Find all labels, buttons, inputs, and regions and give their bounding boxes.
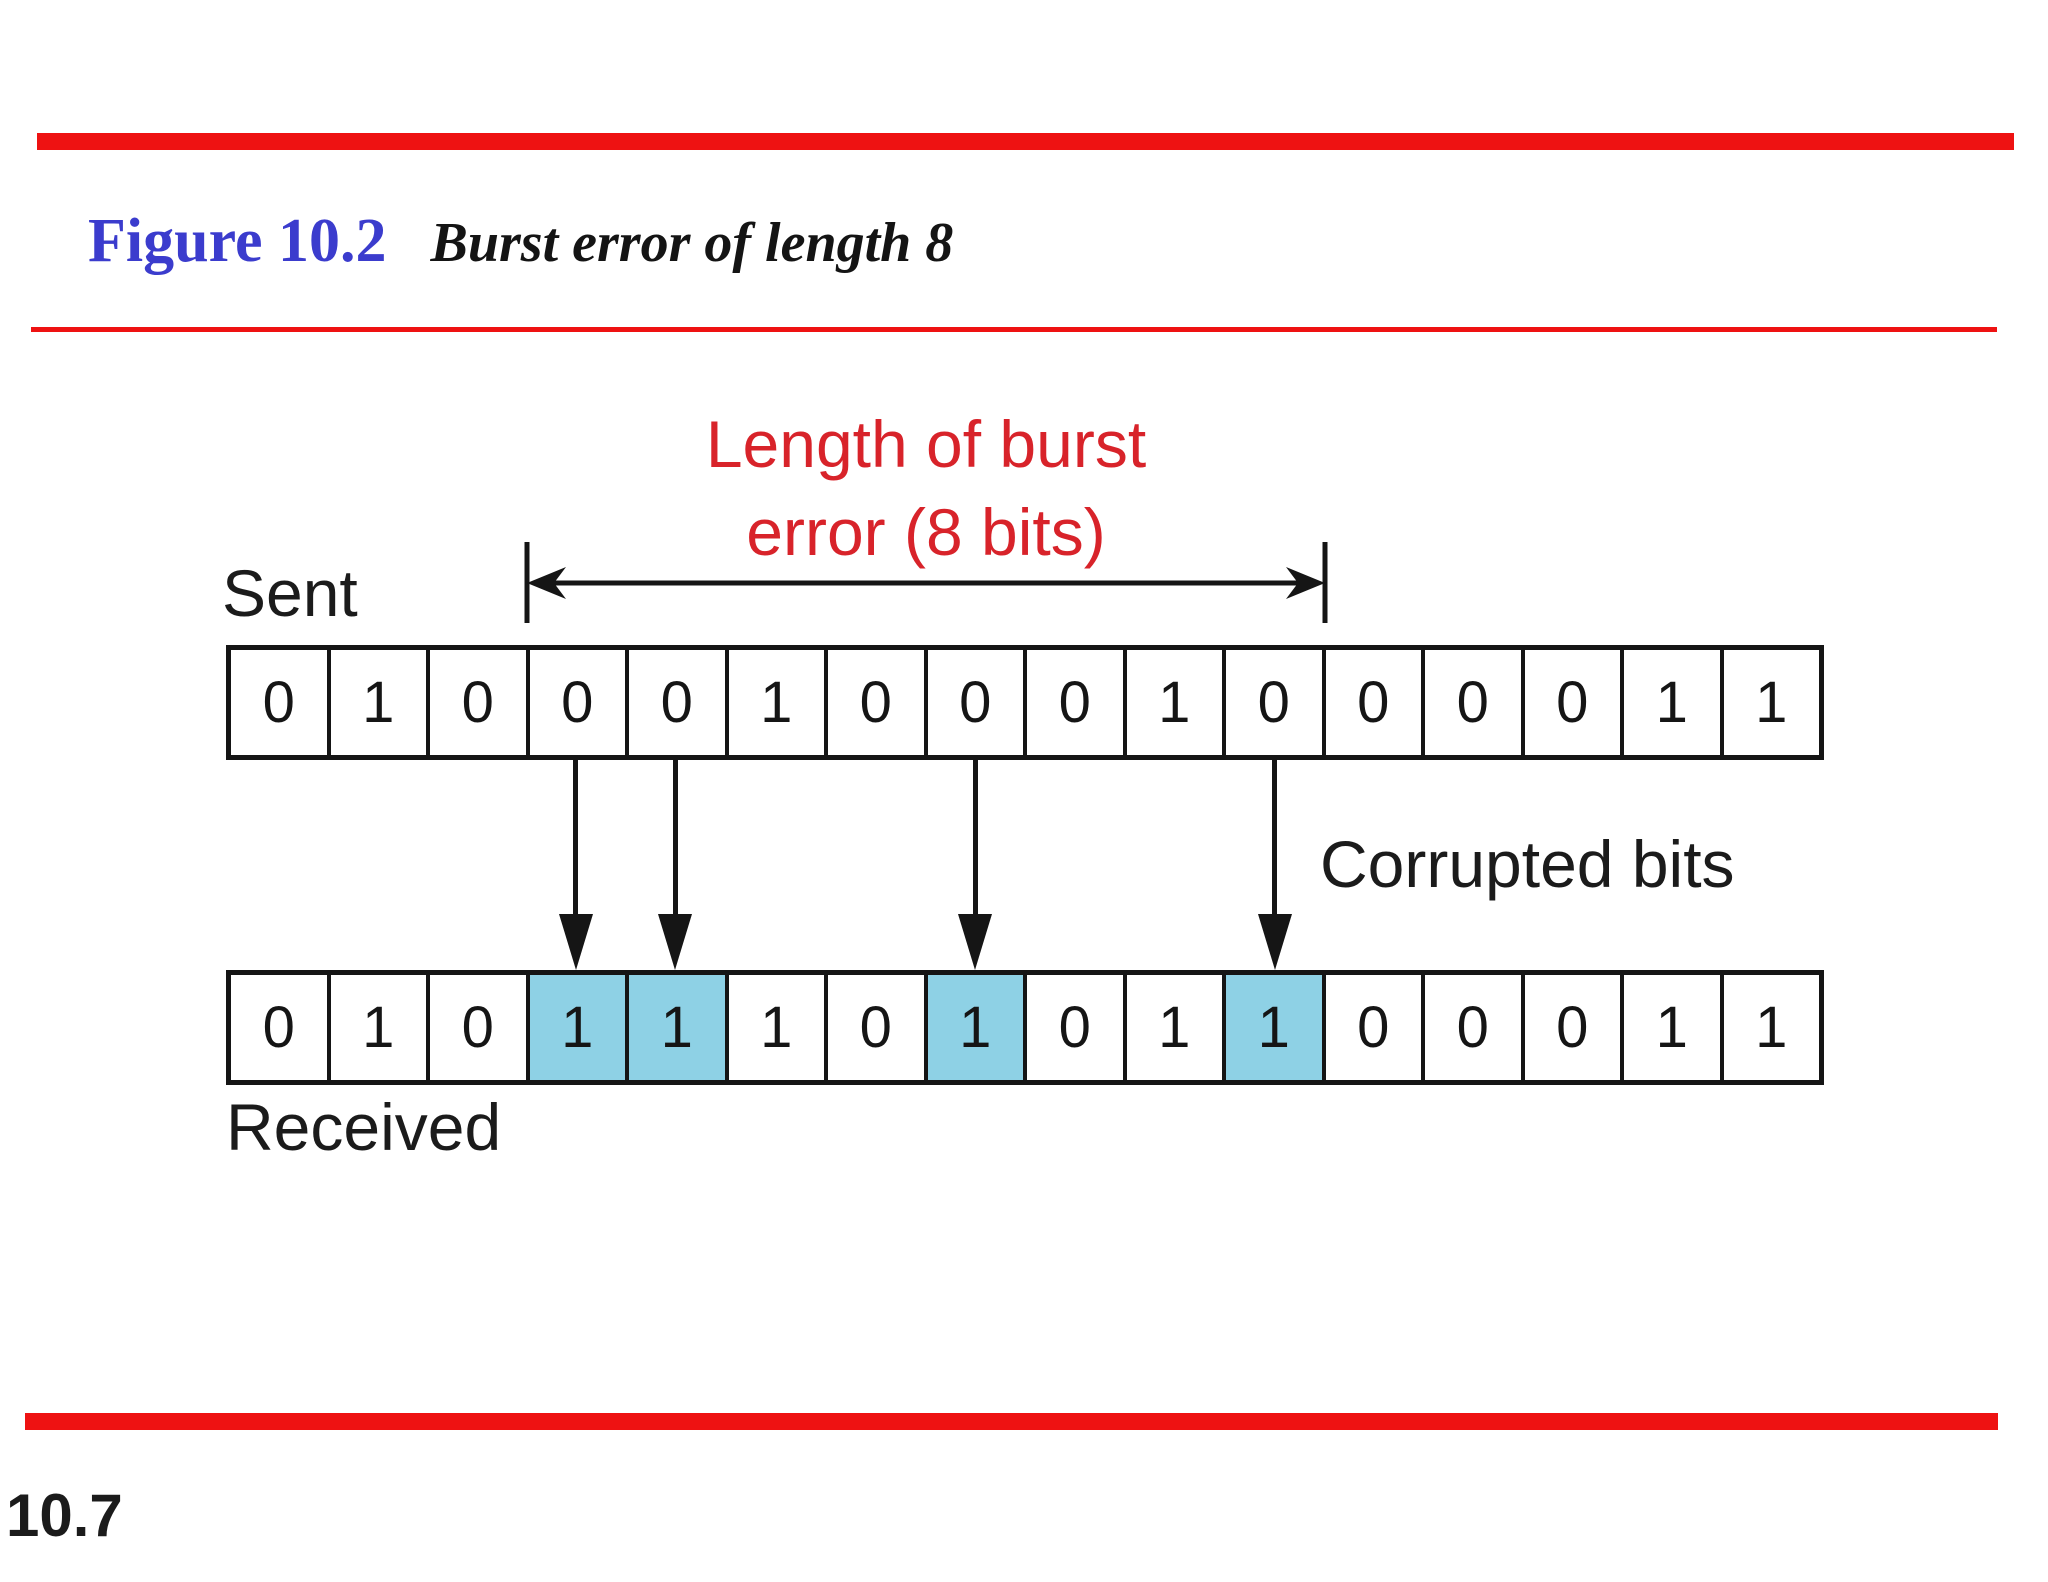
bit-cell: 1 bbox=[1126, 650, 1222, 755]
corruption-arrow-stem bbox=[573, 757, 579, 919]
bit-cell: 1 bbox=[1723, 650, 1819, 755]
down-arrowhead-icon bbox=[558, 914, 593, 970]
right-arrowhead-icon bbox=[1286, 567, 1325, 599]
bit-cell: 0 bbox=[1524, 650, 1620, 755]
bit-cell-corrupted: 1 bbox=[529, 975, 625, 1080]
corrupted-bits-label: Corrupted bits bbox=[1320, 827, 1735, 901]
bit-cell: 0 bbox=[1425, 975, 1521, 1080]
bit-cell: 0 bbox=[1325, 650, 1421, 755]
bit-cell: 0 bbox=[1425, 650, 1521, 755]
corruption-arrow-stem bbox=[972, 757, 978, 919]
bit-cell: 1 bbox=[1723, 975, 1819, 1080]
bit-cell: 1 bbox=[728, 650, 824, 755]
title-row: Figure 10.2 Burst error of length 8 bbox=[88, 210, 953, 272]
down-arrowhead-icon bbox=[1257, 914, 1292, 970]
title-underline-rule bbox=[31, 327, 1997, 332]
bit-cell: 1 bbox=[1624, 975, 1720, 1080]
down-arrowhead-icon bbox=[658, 914, 693, 970]
sent-label: Sent bbox=[222, 556, 358, 630]
bit-cell: 0 bbox=[1027, 650, 1123, 755]
corruption-arrow-stem bbox=[672, 757, 678, 919]
left-arrowhead-icon bbox=[527, 567, 566, 599]
bit-cell: 1 bbox=[330, 975, 426, 1080]
bottom-red-bar bbox=[25, 1413, 1998, 1430]
corruption-arrow-stem bbox=[1272, 757, 1278, 919]
figure-caption: Burst error of length 8 bbox=[430, 212, 954, 274]
figure-label: Figure 10.2 bbox=[88, 207, 387, 275]
bit-cell: 0 bbox=[1027, 975, 1123, 1080]
burst-length-label-line1: Length of burst bbox=[705, 407, 1147, 481]
received-label: Received bbox=[226, 1090, 502, 1164]
bit-cell-corrupted: 1 bbox=[1226, 975, 1322, 1080]
bit-cell: 1 bbox=[330, 650, 426, 755]
bit-cell: 1 bbox=[728, 975, 824, 1080]
bit-cell: 0 bbox=[430, 650, 526, 755]
bit-cell: 0 bbox=[430, 975, 526, 1080]
bit-cell: 1 bbox=[1624, 650, 1720, 755]
bit-cell: 0 bbox=[529, 650, 625, 755]
page-number: 10.7 bbox=[6, 1482, 123, 1549]
bit-cell: 1 bbox=[1126, 975, 1222, 1080]
bit-cell: 0 bbox=[828, 650, 924, 755]
down-arrowhead-icon bbox=[958, 914, 993, 970]
bit-cell: 0 bbox=[828, 975, 924, 1080]
bit-cell: 0 bbox=[1325, 975, 1421, 1080]
bit-cell: 0 bbox=[1524, 975, 1620, 1080]
bit-cell-corrupted: 1 bbox=[629, 975, 725, 1080]
burst-span-arrow bbox=[524, 542, 1328, 623]
bit-cell: 0 bbox=[1226, 650, 1322, 755]
bit-cell-corrupted: 1 bbox=[927, 975, 1023, 1080]
bit-cell: 0 bbox=[927, 650, 1023, 755]
top-red-bar bbox=[37, 133, 2014, 150]
burst-length-label-line2: error (8 bits) bbox=[746, 495, 1106, 569]
burst-length-label: Length of burst error (8 bits) bbox=[626, 400, 1226, 576]
bit-cell: 0 bbox=[231, 975, 327, 1080]
bit-cell: 0 bbox=[629, 650, 725, 755]
bit-cell: 0 bbox=[231, 650, 327, 755]
